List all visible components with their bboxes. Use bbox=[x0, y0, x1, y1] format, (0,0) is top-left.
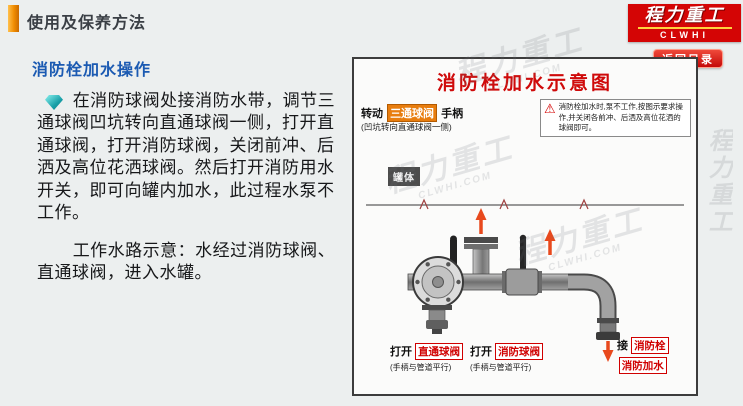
straight-valve-chip: 直通球阀 bbox=[415, 343, 464, 360]
paragraph-water-route: 工作水路示意：水经过消防球阀、直通球阀，进入水罐。 bbox=[37, 240, 350, 285]
brand-sub-label: CLWHI bbox=[660, 29, 709, 40]
page-title: 使用及保养方法 bbox=[27, 15, 147, 32]
hydrant-fill-note: 消防加水 bbox=[617, 357, 669, 374]
straight-valve bbox=[502, 234, 542, 296]
diagram-title: 消防栓加水示意图 bbox=[436, 73, 613, 94]
watermark-text: 程力重工 bbox=[704, 128, 732, 236]
three-way-valve-chip: 三通球阀 bbox=[387, 104, 438, 122]
tank-label: 罐体 bbox=[388, 167, 420, 186]
brand-name: 程力重工 bbox=[644, 5, 725, 26]
warning-icon: ⚠ bbox=[544, 101, 556, 116]
connect-hydrant-label: 接 消防栓 消防加水 bbox=[617, 337, 669, 374]
hydrant-fill-chip: 消防加水 bbox=[618, 357, 667, 374]
rotate-handle-label: 转动 三通球阀 手柄 bbox=[361, 104, 463, 122]
connect-action: 接 bbox=[617, 340, 628, 352]
rotate-handle-note: (凹坑转向直通球阀一侧) bbox=[361, 122, 452, 132]
open-straight-valve-label: 打开 直通球阀 (手柄与管道平行) bbox=[390, 343, 464, 373]
fire-valve-elbow bbox=[568, 273, 619, 323]
open-straight-action: 打开 bbox=[390, 346, 412, 358]
section-title: 消防栓加水操作 bbox=[32, 62, 152, 79]
paragraph-operation: 在消防球阀处接消防水带，调节三通球阀凹坑转向直通球阀一侧，打开直通球阀，打开消防… bbox=[37, 90, 350, 225]
open-fire-note: (手柄与管道平行) bbox=[470, 363, 532, 372]
flow-arrow-up-right-icon bbox=[544, 229, 556, 255]
brand-logo: 程力重工 CLWHI bbox=[628, 4, 741, 42]
paragraph-water-route-text: 工作水路示意：水经过消防球阀、直通球阀，进入水罐。 bbox=[37, 240, 336, 283]
fire-valve-chip: 消防球阀 bbox=[495, 343, 544, 360]
rotate-action-text: 转动 bbox=[361, 108, 383, 120]
valve-diagram bbox=[366, 198, 684, 362]
tank-bottom-line bbox=[366, 198, 684, 210]
hydrant-chip: 消防栓 bbox=[631, 337, 669, 354]
open-straight-note: (手柄与管道平行) bbox=[390, 363, 452, 372]
warning-note: ⚠ 消防栓加水时,泵不工作,按图示要求操作,并关闭各前冲、后洒及高位花洒的球阀即… bbox=[540, 99, 691, 137]
watermark: 程力重工 CLWHI.COM bbox=[704, 128, 732, 236]
three-way-valve bbox=[412, 235, 464, 334]
rotate-handle-text: 手柄 bbox=[441, 108, 464, 120]
flow-arrow-up-left-icon bbox=[475, 208, 487, 234]
open-fire-valve-label: 打开 消防球阀 (手柄与管道平行) bbox=[470, 343, 544, 373]
body-text: 在消防球阀处接消防水带，调节三通球阀凹坑转向直通球阀一侧，打开直通球阀，打开消防… bbox=[37, 90, 350, 285]
open-fire-action: 打开 bbox=[470, 346, 492, 358]
header-accent-bar bbox=[8, 5, 19, 32]
logo-divider bbox=[637, 26, 732, 29]
hydrant-connector bbox=[596, 322, 620, 340]
tank-inlet-branch bbox=[464, 237, 498, 280]
diagram-panel: 消防栓加水示意图 转动 三通球阀 手柄 (凹坑转向直通球阀一侧) ⚠ 消防栓加水… bbox=[352, 57, 698, 396]
flow-arrow-down-icon bbox=[602, 341, 614, 362]
warning-text: 消防栓加水时,泵不工作,按图示要求操作,并关闭各前冲、后洒及高位花洒的球阀即可。 bbox=[558, 102, 683, 132]
paragraph-operation-text: 在消防球阀处接消防水带，调节三通球阀凹坑转向直通球阀一侧，打开直通球阀，打开消防… bbox=[37, 91, 336, 223]
